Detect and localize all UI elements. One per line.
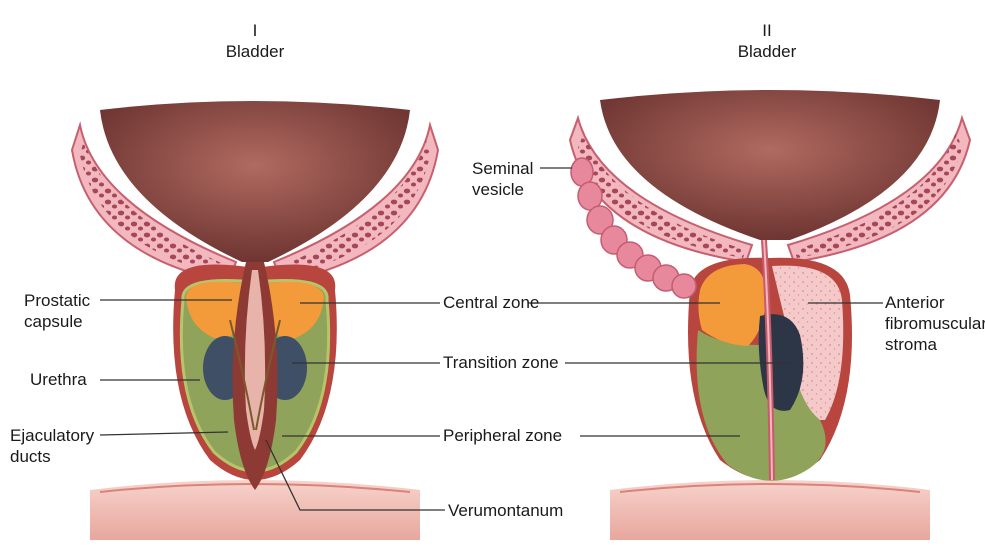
label-transition-zone: Transition zone	[443, 352, 559, 373]
label-central-zone: Central zone	[443, 292, 539, 313]
label-urethra: Urethra	[30, 369, 87, 390]
label-prostatic-capsule: Prostatic capsule	[24, 290, 90, 332]
label-verumontanum: Verumontanum	[448, 500, 563, 521]
label-anterior-fibromuscular-stroma: Anterior fibromuscular stroma	[885, 292, 985, 355]
central-zone-ii	[698, 264, 766, 346]
view-i-illustration	[72, 101, 438, 540]
label-seminal-vesicle: Seminal vesicle	[472, 158, 533, 200]
view-i-numeral: I	[240, 20, 270, 41]
label-ejaculatory-ducts: Ejaculatory ducts	[10, 425, 94, 467]
view-ii-title: Bladder	[722, 41, 812, 62]
label-peripheral-zone: Peripheral zone	[443, 425, 562, 446]
view-i-title: Bladder	[210, 41, 300, 62]
view-ii-numeral: II	[752, 20, 782, 41]
